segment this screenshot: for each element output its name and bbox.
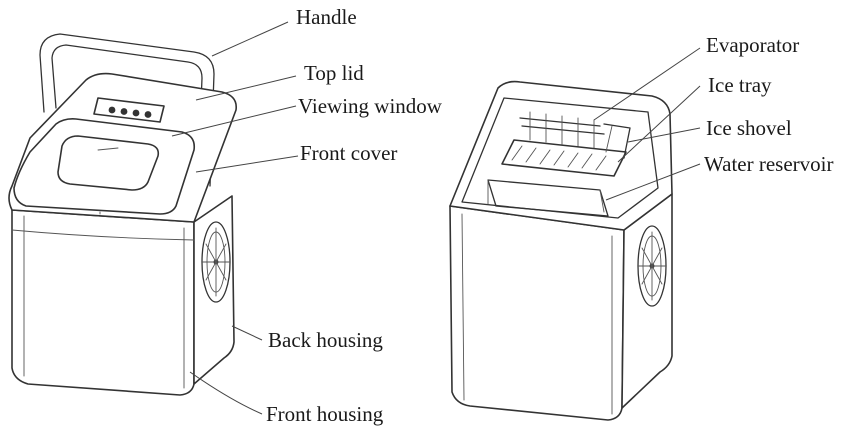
ice-tray-shape — [501, 139, 627, 177]
ice-maker-open — [449, 80, 673, 421]
evaporator-shape — [519, 111, 605, 149]
fan-vent-icon — [201, 221, 231, 303]
viewing-window-shape — [57, 135, 160, 191]
labels: Handle Top lid Viewing window Front cove… — [266, 5, 834, 426]
label-back-housing: Back housing — [268, 328, 383, 352]
label-front-cover: Front cover — [300, 141, 397, 165]
label-ice-tray: Ice tray — [708, 73, 772, 97]
label-ice-shovel: Ice shovel — [706, 116, 792, 140]
leader-lines — [171, 21, 701, 415]
front-housing-shape — [11, 209, 195, 396]
label-water-reservoir: Water reservoir — [704, 152, 834, 176]
open-front-housing-shape — [449, 205, 625, 421]
control-buttons — [108, 106, 152, 118]
water-reservoir-shape — [487, 179, 609, 217]
handle-shape — [39, 33, 215, 187]
label-front-housing: Front housing — [266, 402, 384, 426]
open-fan-vent-icon — [637, 225, 667, 307]
back-housing-shape — [193, 195, 235, 385]
label-top-lid: Top lid — [304, 61, 364, 85]
ice-maker-closed — [8, 33, 238, 396]
ice-shovel-shape — [603, 123, 631, 159]
label-handle: Handle — [296, 5, 357, 29]
label-evaporator: Evaporator — [706, 33, 799, 57]
label-viewing-window: Viewing window — [298, 94, 443, 118]
